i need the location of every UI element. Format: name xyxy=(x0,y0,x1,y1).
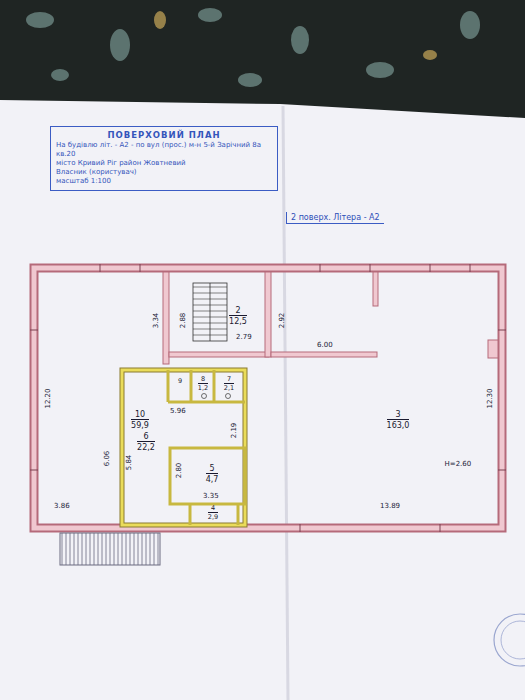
room-label: 72,1 xyxy=(224,376,234,393)
dimension-label: H=2.60 xyxy=(445,461,472,468)
room-number: 5 xyxy=(206,464,219,473)
title-stamp: ПОВЕРХОВИЙ ПЛАННа будівлю літ. - А2 - по… xyxy=(50,126,278,191)
dimension-label: 13.89 xyxy=(380,503,400,510)
room-number: 4 xyxy=(208,505,218,512)
balcony xyxy=(60,533,160,565)
floor-stamp: 2 поверх. Літера - А2 xyxy=(286,212,384,224)
dimension-label: 2.19 xyxy=(231,422,238,438)
room-area: 2,1 xyxy=(224,383,234,392)
dimension-label: 12.20 xyxy=(45,388,52,408)
room-area: 12,5 xyxy=(229,315,247,326)
room-number: 3 xyxy=(387,410,410,419)
page-fold xyxy=(283,106,288,700)
room-area: 163,0 xyxy=(387,419,410,430)
dimension-label: 6.00 xyxy=(317,342,333,349)
paper-sheet xyxy=(0,100,525,700)
dimension-label: 3.34 xyxy=(153,312,160,328)
plumbing-symbols xyxy=(202,394,231,399)
room-label: 212,5 xyxy=(229,306,247,326)
room-area: 4,7 xyxy=(206,473,219,484)
staircase xyxy=(193,283,227,341)
room-label: 1059,9 xyxy=(131,410,149,430)
dimension-label: 5.96 xyxy=(170,408,186,415)
room-number: 10 xyxy=(131,410,149,419)
dimension-label: 2.88 xyxy=(180,312,187,328)
room-area: 1,2 xyxy=(198,383,208,392)
round-seal xyxy=(494,614,525,666)
room-area: 2,9 xyxy=(208,512,218,521)
room-number: 6 xyxy=(137,432,155,441)
stamp-text: 2 поверх. Літера - А2 xyxy=(291,213,380,222)
room-label: 81,2 xyxy=(198,376,208,393)
tablecloth-flowers xyxy=(26,8,480,87)
stamp-text: масштаб 1:100 xyxy=(56,177,272,186)
room-label: 9 xyxy=(178,378,182,385)
room-label: 3163,0 xyxy=(387,410,410,430)
room-area: 22,2 xyxy=(137,441,155,452)
interior-walls xyxy=(163,272,498,364)
dimension-label: 2.80 xyxy=(176,462,183,478)
room-label: 622,2 xyxy=(137,432,155,452)
stamp-text: На будівлю літ. - А2 - по вул (прос.) м-… xyxy=(56,141,272,159)
room-number: 9 xyxy=(178,378,182,385)
room-number: 8 xyxy=(198,376,208,383)
dimension-label: 3.86 xyxy=(54,503,70,510)
room-label: 54,7 xyxy=(206,464,219,484)
inner-walls xyxy=(122,370,245,525)
dimension-label: 5.84 xyxy=(126,454,133,470)
dimension-label: 3.35 xyxy=(203,493,219,500)
dimension-label: 2.92 xyxy=(279,312,286,328)
stamp-text: місто Кривий Ріг район Жовтневий xyxy=(56,159,272,168)
room-area: 59,9 xyxy=(131,419,149,430)
window-marks xyxy=(30,264,506,532)
dimension-label: 6.06 xyxy=(104,450,111,466)
room-number: 7 xyxy=(224,376,234,383)
room-label: 42,9 xyxy=(208,505,218,522)
dimension-label: 2.79 xyxy=(236,334,252,341)
stamp-text: Власник (користувач) xyxy=(56,168,272,177)
room-number: 2 xyxy=(229,306,247,315)
dimension-label: 12.30 xyxy=(487,388,494,408)
stamp-text: ПОВЕРХОВИЙ ПЛАН xyxy=(56,130,272,141)
outer-wall xyxy=(34,268,502,528)
